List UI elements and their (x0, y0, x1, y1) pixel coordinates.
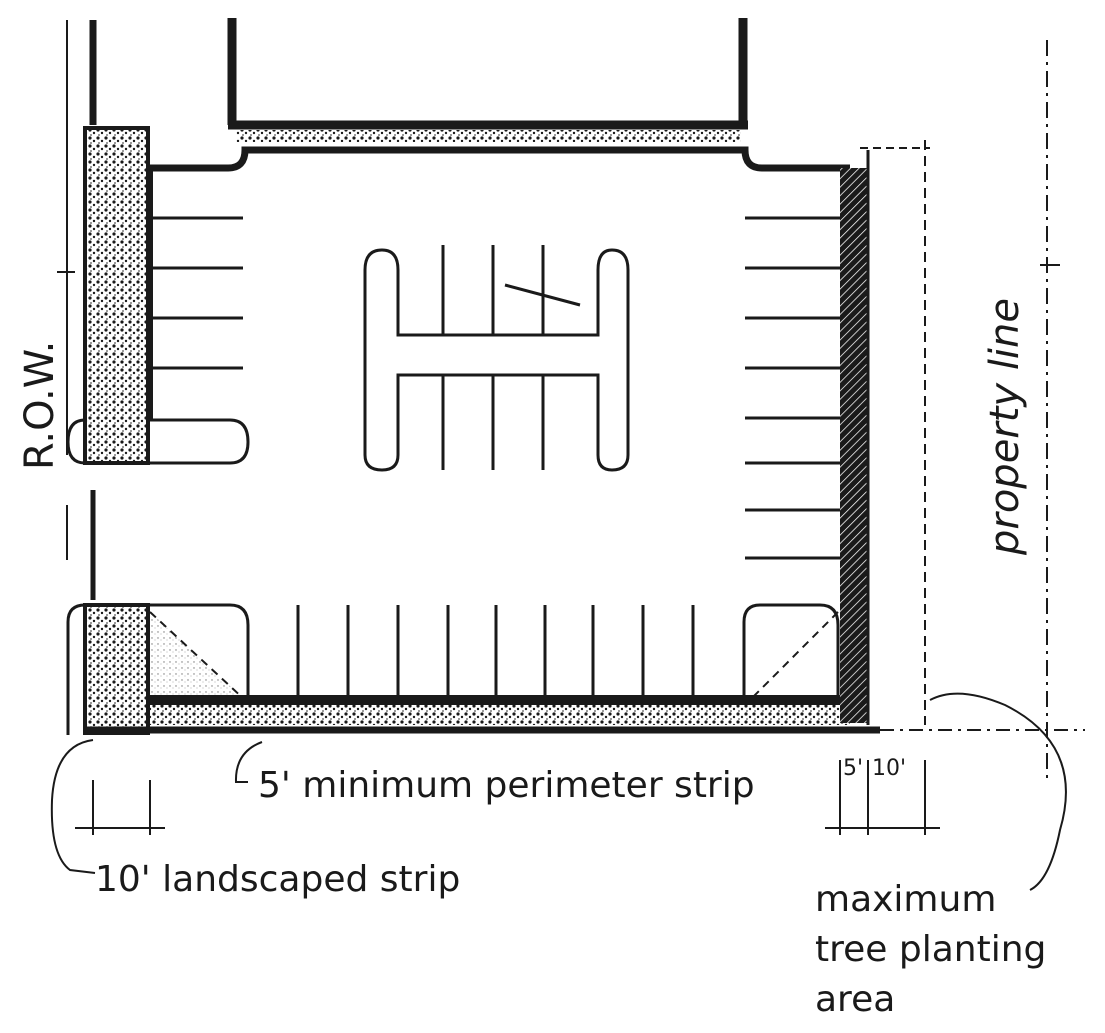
tree-area-label-line2: tree planting (815, 929, 1047, 970)
property-line (880, 40, 1085, 780)
landscaped-strip-dimension (50, 739, 165, 874)
dimension-5-label: 5' (843, 756, 864, 781)
tree-area-leader (929, 692, 1067, 891)
right-perimeter-strip (742, 140, 930, 725)
bottom-stall-lines (296, 605, 695, 700)
perimeter-strip-leader (234, 741, 263, 783)
tree-area-label-line1: maximum (815, 879, 997, 920)
perimeter-strip-label: 5' minimum perimeter strip (258, 765, 755, 806)
top-building (227, 18, 748, 142)
row-label: R.O.W. (17, 340, 63, 470)
central-parking-island (363, 245, 630, 472)
right-stall-lines (745, 216, 840, 560)
right-strip-dimension (825, 760, 940, 835)
property-line-label: property line (982, 297, 1028, 555)
dimension-10-label: 10' (872, 756, 907, 781)
landscaped-strip-label: 10' landscaped strip (95, 859, 461, 900)
left-landscaped-strip-upper (66, 126, 250, 465)
tree-area-label-line3: area (815, 979, 896, 1020)
row-line (66, 20, 97, 600)
parking-lot-perimeter (85, 146, 880, 734)
left-stall-lines (150, 216, 243, 370)
